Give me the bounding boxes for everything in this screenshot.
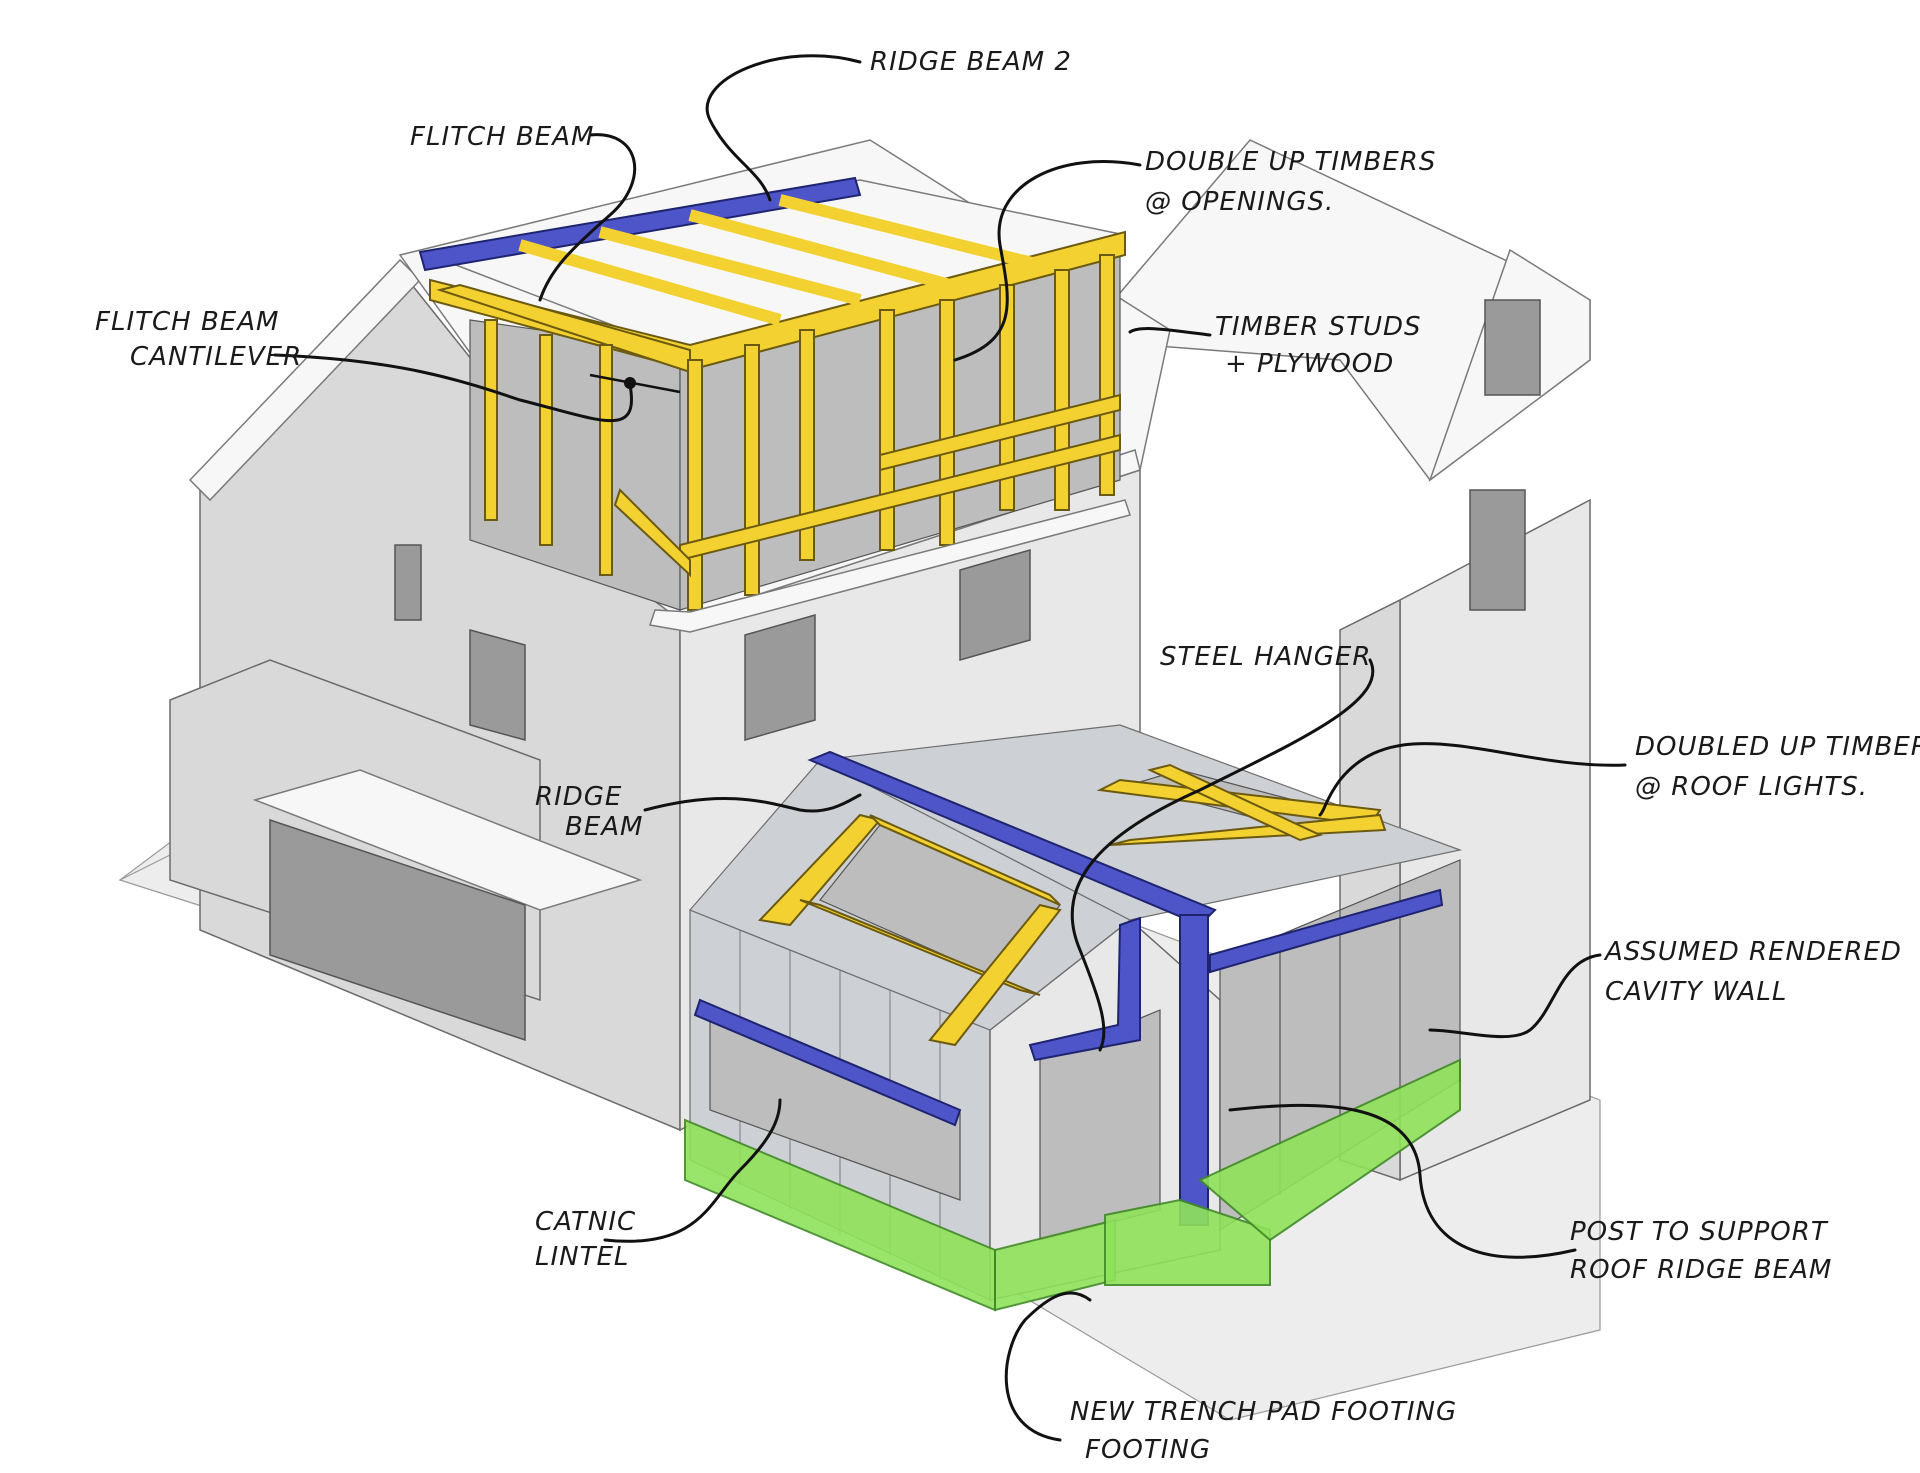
footing-right [1198,1058,1461,1242]
label-catnic-1: CATNIC [535,1207,636,1237]
steel-ridge-beam [807,750,1217,927]
label-timber-studs-1: TIMBER STUDS [1215,312,1422,342]
label-assumed-wall-1: ASSUMED RENDERED [1603,937,1902,967]
label-post-1: POST TO SUPPORT [1570,1217,1829,1247]
label-doubled-up-1: DOUBLED UP TIMBERS [1635,732,1920,762]
neighbour-window-lower [1469,489,1526,611]
gable-window [469,629,526,741]
label-doubled-up-2: @ ROOF LIGHTS. [1635,772,1868,802]
label-catnic-2: LINTEL [535,1242,629,1272]
rear-dormer [418,176,1131,633]
label-footing-2: FOOTING [1085,1435,1211,1465]
label-ridge-beam-1: RIDGE [535,782,622,812]
steel-hanger [1028,916,1141,1062]
catnic-lintel [693,998,962,1127]
timber-studs [679,254,1121,611]
label-flitch-cantilever-2: CANTILEVER [130,342,302,372]
rear-window-2 [959,549,1031,661]
label-ridge-beam-2: RIDGE BEAM 2 [870,47,1072,77]
label-double-up-timbers-1: DOUBLE UP TIMBERS [1145,147,1436,177]
rear-window-1 [744,614,816,741]
label-steel-hanger: STEEL HANGER [1160,642,1371,672]
steel-post [1179,914,1209,1226]
leader-lines [273,54,1627,1442]
label-ridge-beam-2b: BEAM [565,812,643,842]
label-flitch-cantilever-1: FLITCH BEAM [95,307,279,337]
pad-footing [1104,1198,1271,1286]
label-footing-1: NEW TRENCH PAD FOOTING [1070,1397,1457,1427]
rear-extension [684,724,1463,1312]
label-flitch-beam: FLITCH BEAM [410,122,594,152]
label-timber-studs-2: + PLYWOOD [1225,349,1394,379]
annotations: RIDGE BEAM 2 FLITCH BEAM DOUBLE UP TIMBE… [95,47,1920,1465]
side-wing-window [269,818,526,1042]
label-assumed-wall-2: CAVITY WALL [1605,977,1787,1007]
label-post-2: ROOF RIDGE BEAM [1570,1255,1832,1285]
gable-window-small [394,544,422,621]
lintel-gable [1209,888,1444,974]
label-double-up-timbers-2: @ OPENINGS. [1145,187,1334,217]
neighbour-window-upper [1484,299,1541,396]
